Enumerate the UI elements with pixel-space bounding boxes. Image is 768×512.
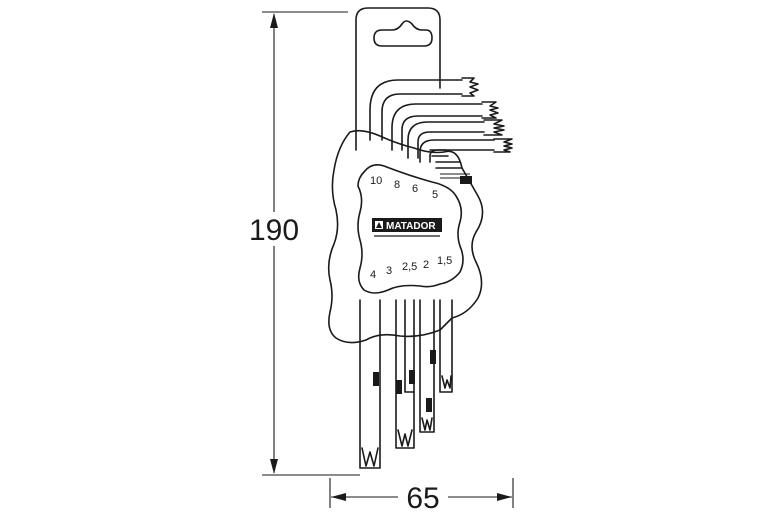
height-arrow-top	[270, 13, 278, 28]
shaft-2-torx	[421, 417, 433, 431]
height-arrow-bottom	[270, 459, 278, 474]
brand-name: MATADOR	[386, 221, 436, 232]
shaft-3-mark	[396, 380, 402, 394]
size-label-6: 6	[412, 183, 418, 195]
hang-hole	[373, 20, 433, 47]
size-label-1-5: 1,5	[437, 255, 452, 267]
key-small-arms-b	[435, 161, 463, 169]
shaft-4-torx	[361, 447, 379, 467]
key-8-torx-tip	[481, 101, 499, 119]
height-label: 190	[249, 214, 299, 247]
shaft-15	[439, 299, 453, 393]
key-10-arm-outer	[369, 79, 463, 141]
size-label-5: 5	[432, 189, 438, 201]
key-8-arm-inner	[401, 115, 483, 151]
size-label-8: 8	[394, 179, 400, 191]
shaft-4	[359, 299, 381, 469]
key-6-torx-tip	[483, 119, 505, 136]
key-10-arm-inner	[381, 93, 463, 141]
height-dimension: 190	[244, 11, 360, 476]
shaft-15-mark	[426, 398, 432, 412]
shaft-2	[419, 299, 435, 433]
key-small-tips	[460, 176, 472, 184]
key-6-arm-outer	[407, 121, 485, 159]
shaft-25-mark	[409, 370, 415, 384]
key-5-torx-tip	[493, 138, 513, 153]
shaft-3-torx	[397, 429, 413, 447]
size-label-2: 2	[423, 259, 429, 271]
key-5-arm-outer	[419, 139, 495, 163]
label-plate	[357, 164, 464, 294]
key-small-arms-a	[429, 149, 449, 157]
shaft-2-mark	[430, 350, 436, 364]
size-label-3: 3	[386, 265, 392, 277]
width-arrow-left	[331, 493, 346, 501]
key-8-arm-outer	[391, 103, 483, 151]
shaft-15-torx	[441, 375, 452, 389]
height-label-bg	[244, 212, 304, 246]
width-label: 65	[406, 482, 439, 512]
key-arms	[369, 77, 513, 184]
hanger-outline	[355, 7, 441, 151]
shaft-25	[404, 299, 415, 393]
brand-badge	[372, 218, 442, 232]
width-label-bg	[398, 480, 448, 512]
key-shafts	[359, 299, 453, 469]
key-6-arm-inner	[417, 131, 485, 159]
width-arrow-right	[497, 493, 512, 501]
size-label-2-5: 2,5	[402, 261, 417, 273]
holder-outer	[327, 129, 484, 344]
hanger-tab	[355, 7, 441, 151]
key-10-torx-tip	[461, 77, 479, 97]
brand-logo-glyph	[376, 222, 382, 228]
size-label-10: 10	[370, 175, 382, 187]
width-dimension: 65	[329, 478, 514, 512]
size-label-4: 4	[370, 269, 376, 281]
shaft-4-mark	[373, 372, 379, 386]
